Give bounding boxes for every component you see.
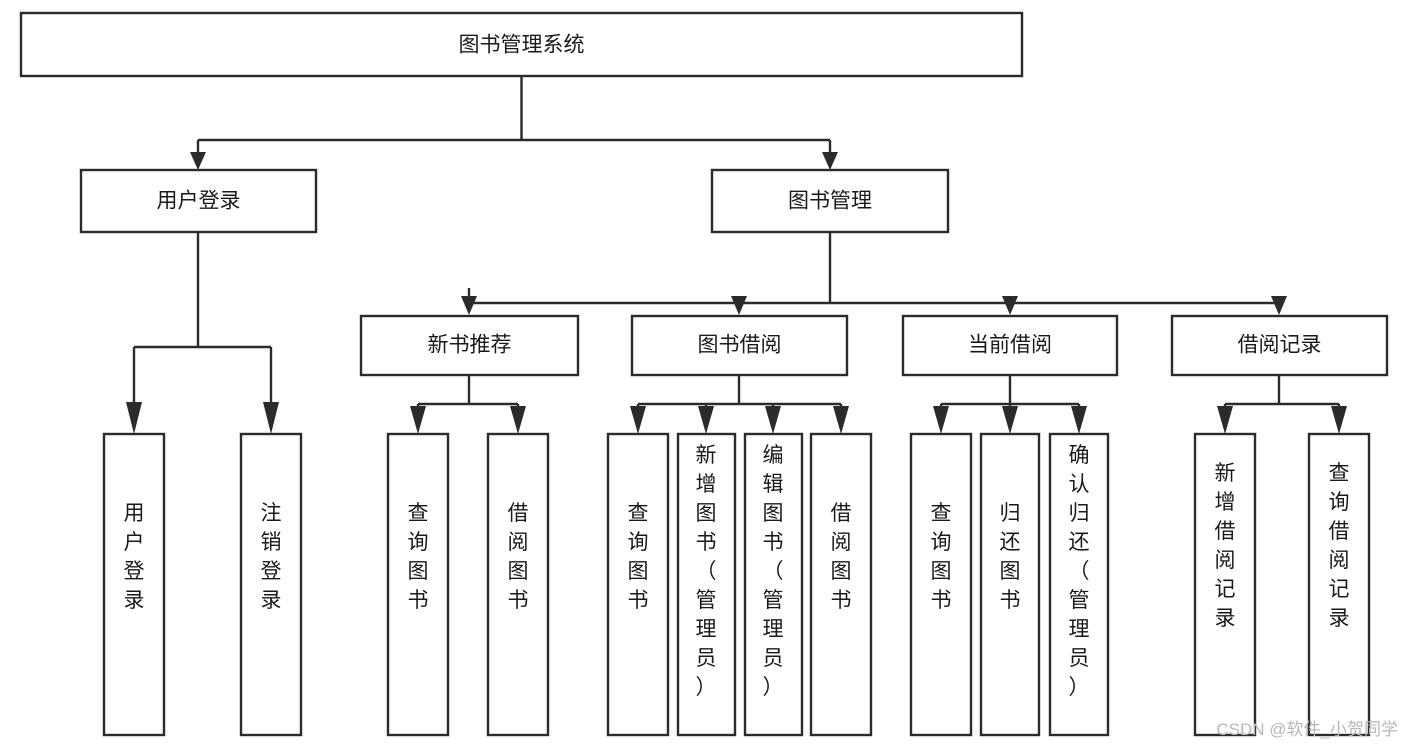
node-new-book-rec[interactable]: 新书推荐 (359, 314, 580, 377)
arrow-to-leaf-return-book (1002, 406, 1018, 434)
node-leaf-query-book-2-box[interactable] (606, 432, 670, 737)
node-leaf-confirm-return-label: 确认归还（管理员） (1069, 444, 1090, 699)
arrow-to-current-borrow (1002, 296, 1018, 315)
node-leaf-user-login[interactable]: 用户登录 (102, 432, 166, 737)
arrow-to-new-book-rec (461, 296, 477, 315)
arrow-to-leaf-edit-book (765, 406, 781, 434)
node-leaf-borrow-book-1-label: 借阅图书 (508, 502, 529, 612)
node-user-login[interactable]: 用户登录 (79, 168, 318, 234)
node-current-borrow[interactable]: 当前借阅 (901, 314, 1119, 377)
node-leaf-return-book[interactable]: 归还图书 (979, 432, 1041, 737)
node-leaf-add-record-box[interactable] (1193, 432, 1257, 737)
arrow-to-leaf-user-login (126, 402, 142, 434)
node-leaf-borrow-book-1-box[interactable] (486, 432, 550, 737)
node-current-borrow-label: 当前借阅 (968, 334, 1052, 357)
node-root-box[interactable] (19, 11, 1024, 78)
node-leaf-add-record[interactable]: 新增借阅记录 (1193, 432, 1257, 737)
node-leaf-query-book-3-label: 查询图书 (931, 502, 952, 612)
node-leaf-logout-login[interactable]: 注销登录 (239, 432, 303, 737)
node-leaf-add-book[interactable]: 新增图书（管理员） (676, 432, 737, 737)
arrow-to-leaf-add-record (1217, 406, 1233, 434)
arrow-to-leaf-query-book-1 (410, 406, 426, 434)
arrow-to-leaf-query-book-3 (933, 406, 949, 434)
node-current-borrow-box[interactable] (901, 314, 1119, 377)
node-leaf-query-book-1-label: 查询图书 (408, 502, 429, 612)
node-root[interactable]: 图书管理系统 (19, 11, 1024, 78)
node-leaf-confirm-return-box[interactable] (1048, 432, 1110, 737)
node-book-manage[interactable]: 图书管理 (710, 168, 950, 234)
node-leaf-return-book-box[interactable] (979, 432, 1041, 737)
node-leaf-query-book-1-box[interactable] (386, 432, 450, 737)
node-leaf-add-book-box[interactable] (676, 432, 737, 737)
node-book-borrow-label: 图书借阅 (698, 334, 782, 357)
node-leaf-return-book-label: 归还图书 (1000, 502, 1021, 612)
arrow-to-leaf-borrow-book-2 (833, 406, 849, 434)
node-leaf-query-book-2-label: 查询图书 (628, 502, 649, 612)
node-leaf-borrow-book-2-box[interactable] (809, 432, 873, 737)
node-leaf-query-book-2[interactable]: 查询图书 (606, 432, 670, 737)
arrow-to-leaf-add-book (698, 406, 714, 434)
node-leaf-query-book-1[interactable]: 查询图书 (386, 432, 450, 737)
node-book-borrow-box[interactable] (630, 314, 849, 377)
node-borrow-record[interactable]: 借阅记录 (1170, 314, 1389, 377)
node-leaf-query-book-3[interactable]: 查询图书 (909, 432, 973, 737)
node-leaf-add-record-label: 新增借阅记录 (1215, 462, 1236, 630)
node-leaf-logout-login-box[interactable] (239, 432, 303, 737)
node-leaf-edit-book[interactable]: 编辑图书（管理员） (743, 432, 804, 737)
arrow-to-book-borrow (731, 296, 747, 315)
node-book-manage-box[interactable] (710, 168, 950, 234)
node-user-login-label: 用户登录 (157, 190, 241, 213)
arrow-to-user-login (190, 152, 206, 170)
arrow-to-leaf-borrow-book-1 (510, 406, 526, 434)
arrow-to-book-manage (822, 152, 838, 170)
node-leaf-query-record-label: 查询借阅记录 (1329, 462, 1350, 630)
node-leaf-logout-login-label: 注销登录 (261, 502, 282, 612)
node-new-book-rec-box[interactable] (359, 314, 580, 377)
arrow-to-borrow-record (1271, 296, 1287, 315)
arrow-to-leaf-confirm-return (1071, 406, 1087, 434)
node-leaf-user-login-label: 用户登录 (124, 502, 145, 612)
node-leaf-borrow-book-1[interactable]: 借阅图书 (486, 432, 550, 737)
node-leaf-edit-book-box[interactable] (743, 432, 804, 737)
arrow-to-leaf-query-book-2 (630, 406, 646, 434)
node-leaf-query-record[interactable]: 查询借阅记录 (1307, 432, 1371, 737)
node-leaf-add-book-label: 新增图书（管理员） (696, 444, 717, 699)
node-leaf-borrow-book-2-label: 借阅图书 (831, 502, 852, 612)
node-leaf-user-login-box[interactable] (102, 432, 166, 737)
node-leaf-edit-book-label: 编辑图书（管理员） (763, 444, 784, 699)
arrow-to-leaf-query-record (1331, 406, 1347, 434)
connector-layer (126, 76, 1347, 434)
node-leaf-confirm-return[interactable]: 确认归还（管理员） (1048, 432, 1110, 737)
node-root-label: 图书管理系统 (459, 34, 585, 57)
csdn-watermark: CSDN @软件_小贺同学 (1216, 720, 1398, 739)
node-leaf-borrow-book-2[interactable]: 借阅图书 (809, 432, 873, 737)
arrow-to-leaf-logout-login (263, 402, 279, 434)
node-leaf-query-record-box[interactable] (1307, 432, 1371, 737)
node-new-book-rec-label: 新书推荐 (428, 334, 512, 357)
node-borrow-record-label: 借阅记录 (1238, 334, 1322, 357)
node-user-login-box[interactable] (79, 168, 318, 234)
node-leaf-query-book-3-box[interactable] (909, 432, 973, 737)
node-book-borrow[interactable]: 图书借阅 (630, 314, 849, 377)
node-borrow-record-box[interactable] (1170, 314, 1389, 377)
node-book-manage-label: 图书管理 (788, 190, 872, 213)
